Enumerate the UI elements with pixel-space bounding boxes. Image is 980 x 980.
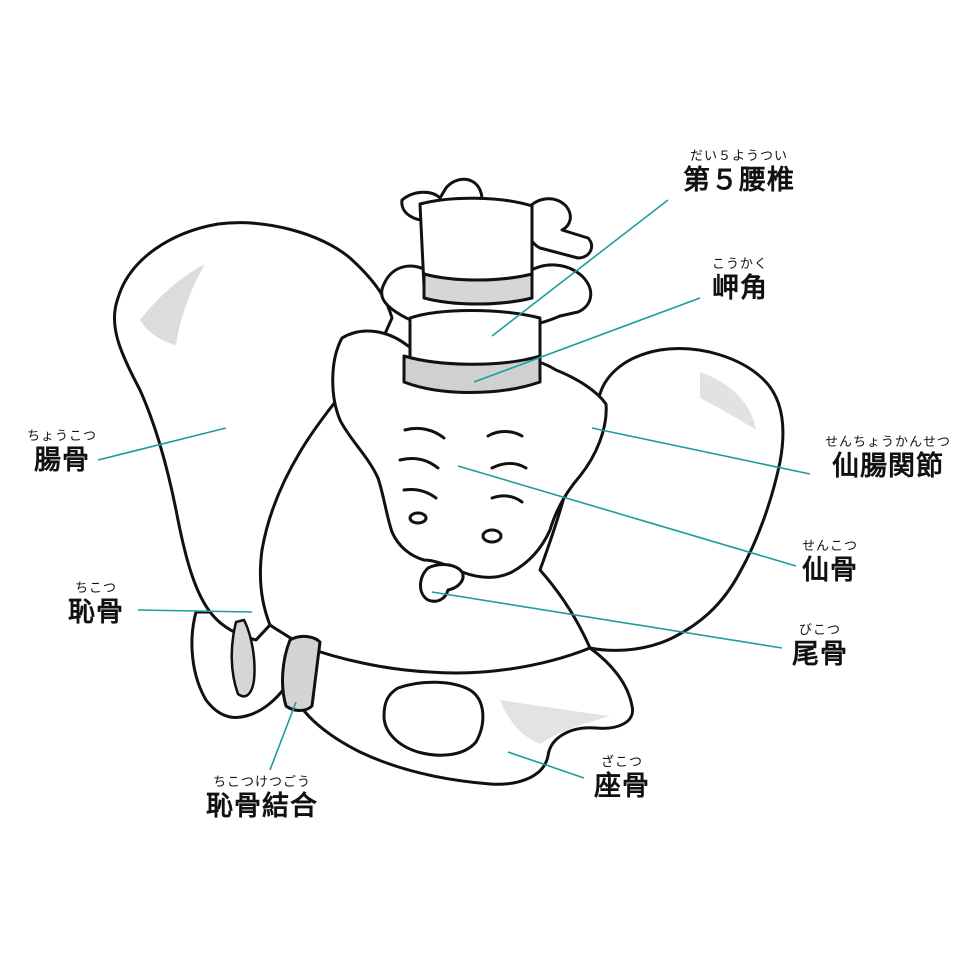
coccyx-bone xyxy=(419,563,465,603)
leader-ischium xyxy=(507,751,585,779)
sacral-disc xyxy=(402,354,542,394)
leader-promontory xyxy=(473,297,701,383)
label-symphysis-ruby: ちこつけつごう xyxy=(212,775,311,790)
label-l5-text: 第５腰椎 xyxy=(683,165,795,196)
ilium-right xyxy=(112,221,394,642)
label-coccyx-text: 尾骨 xyxy=(792,639,848,670)
label-si-joint-text: 仙腸関節 xyxy=(832,451,944,482)
label-promontory-ruby: こうかく xyxy=(711,257,768,272)
label-promontory: こうかく 岬角 xyxy=(700,258,780,302)
label-ischium-text: 座骨 xyxy=(594,771,650,802)
label-ilium-text: 腸骨 xyxy=(34,445,90,476)
label-promontory-text: 岬角 xyxy=(712,273,768,304)
label-l5-ruby: だい５ようつい xyxy=(689,149,788,164)
leader-pubis xyxy=(137,609,253,613)
label-symphysis: ちこつけつごう 恥骨結合 xyxy=(192,776,332,820)
label-coccyx: びこつ 尾骨 xyxy=(780,624,860,668)
leader-lines xyxy=(97,199,811,779)
ischium-shade xyxy=(500,700,610,744)
label-ilium-ruby: ちょうこつ xyxy=(26,429,97,444)
label-pubis: ちこつ 恥骨 xyxy=(56,582,136,626)
leader-ilium xyxy=(97,427,227,461)
label-sacrum-ruby: せんこつ xyxy=(801,539,858,554)
ilium-right-shade xyxy=(140,264,205,345)
pelvis-bones xyxy=(112,177,785,786)
sacral-foramina xyxy=(398,426,528,544)
label-l5: だい５ようつい 第５腰椎 xyxy=(668,150,810,194)
label-coccyx-ruby: びこつ xyxy=(798,623,841,638)
leader-l5 xyxy=(491,199,669,337)
leader-si-joint xyxy=(591,427,811,475)
label-pubis-text: 恥骨 xyxy=(68,597,124,628)
label-si-joint-ruby: せんちょうかんせつ xyxy=(824,435,951,450)
label-pubis-ruby: ちこつ xyxy=(74,581,117,596)
label-ischium-ruby: ざこつ xyxy=(600,755,643,770)
leader-symphysis xyxy=(269,701,297,771)
obturator-left xyxy=(382,680,485,757)
label-ischium: ざこつ 座骨 xyxy=(582,756,662,800)
l5-spinous-left xyxy=(524,197,594,260)
ilium-left-shade xyxy=(700,372,756,430)
label-symphysis-text: 恥骨結合 xyxy=(206,791,318,822)
l5-disc xyxy=(422,272,534,306)
pubic-symphysis-disc xyxy=(281,634,322,712)
leader-sacrum xyxy=(457,465,797,567)
obturator-right xyxy=(230,618,256,698)
label-sacrum-text: 仙骨 xyxy=(802,555,858,586)
l5-lower-body xyxy=(408,309,542,369)
label-si-joint: せんちょうかんせつ 仙腸関節 xyxy=(808,436,968,480)
label-sacrum: せんこつ 仙骨 xyxy=(790,540,870,584)
leader-coccyx xyxy=(431,591,783,649)
label-ilium: ちょうこつ 腸骨 xyxy=(14,430,110,474)
